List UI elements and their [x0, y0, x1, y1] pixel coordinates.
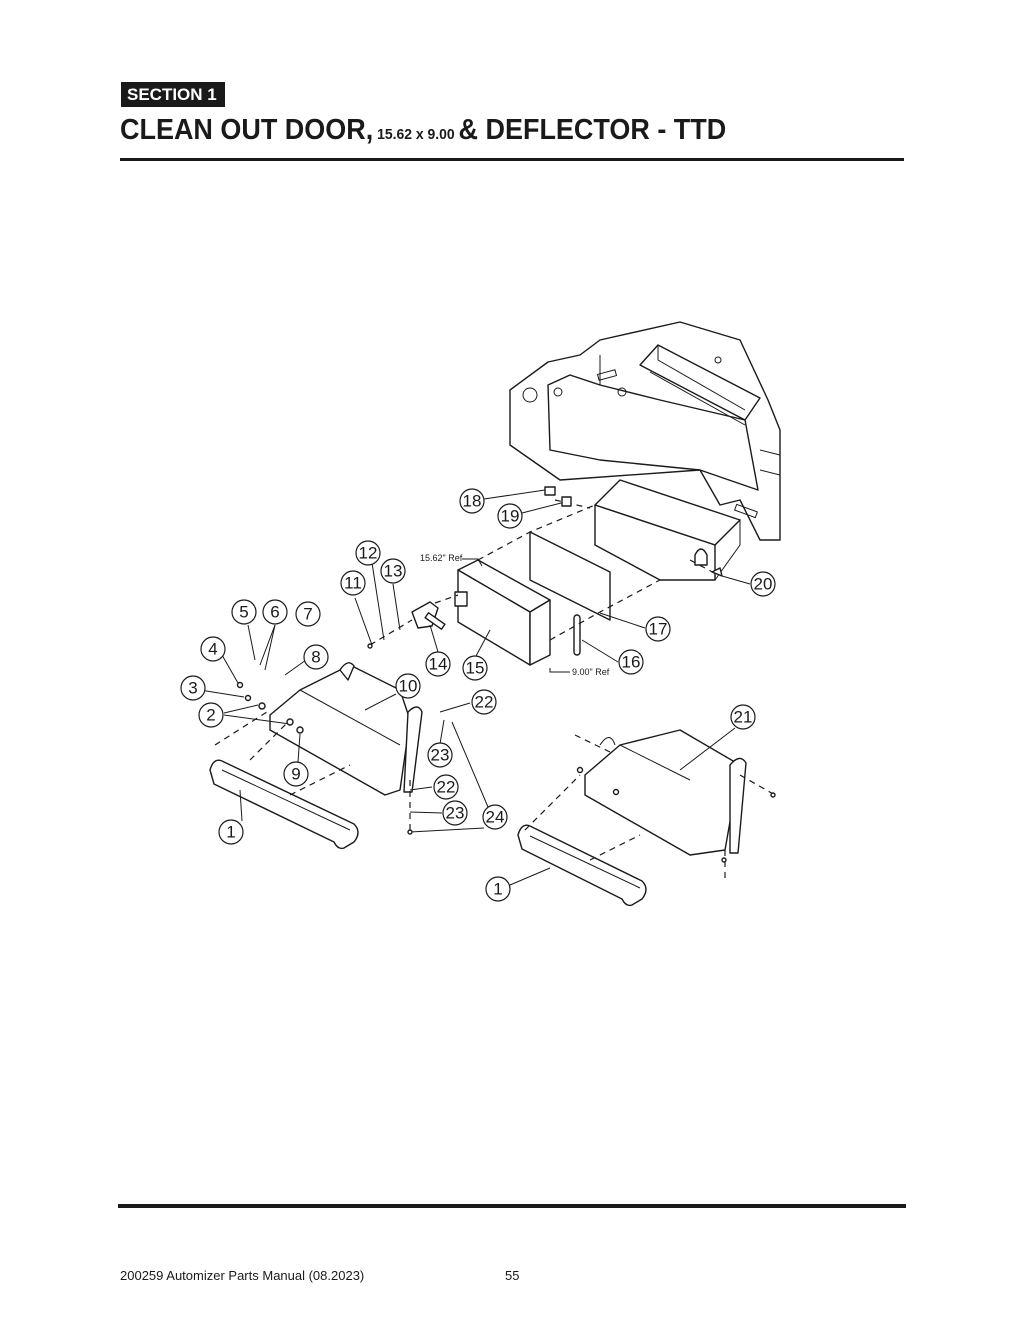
rod-handle-1-left: [209, 759, 359, 850]
title-dimensions: 15.62 x 9.00: [373, 126, 459, 143]
footer-rule: [118, 1204, 906, 1208]
svg-text:10: 10: [399, 677, 418, 696]
height-ref-text: 9.00" Ref: [572, 667, 610, 677]
svg-text:7: 7: [303, 605, 312, 624]
callout-11: 11: [340, 570, 366, 596]
svg-text:23: 23: [446, 804, 465, 823]
svg-text:16: 16: [622, 653, 641, 672]
callout-22-lower: 22: [433, 774, 459, 800]
latch-14: [411, 601, 446, 630]
manual-reference: 200259 Automizer Parts Manual (08.2023): [120, 1268, 365, 1283]
callout-16: 16: [618, 649, 644, 675]
callout-13: 13: [380, 558, 406, 584]
svg-text:8: 8: [311, 648, 320, 667]
width-ref-text: 15.62" Ref: [420, 553, 463, 563]
callout-17: 17: [645, 616, 671, 642]
leader-lines: [199, 489, 751, 886]
svg-text:11: 11: [344, 574, 362, 593]
callout-3: 3: [180, 675, 206, 701]
rod-handle-1-right: [517, 824, 647, 907]
page-title: CLEAN OUT DOOR, 15.62 x 9.00 & DEFLECTOR…: [120, 110, 726, 155]
deflector-10: [269, 662, 423, 796]
callout-8: 8: [303, 644, 329, 670]
page-number: 55: [505, 1268, 520, 1283]
svg-text:1: 1: [226, 823, 235, 842]
clean-out-door-15: [454, 559, 551, 666]
svg-text:19: 19: [501, 507, 520, 526]
callout-7: 7: [295, 601, 321, 627]
callout-22-upper: 22: [471, 689, 497, 715]
svg-text:23: 23: [431, 746, 450, 765]
svg-text:24: 24: [486, 808, 505, 827]
svg-text:18: 18: [463, 492, 482, 511]
title-main: CLEAN OUT DOOR,: [120, 114, 374, 146]
svg-text:22: 22: [437, 778, 456, 797]
svg-text:9: 9: [291, 765, 300, 784]
svg-text:14: 14: [429, 655, 448, 674]
svg-text:22: 22: [475, 693, 494, 712]
header-rule: [120, 158, 904, 161]
svg-text:1: 1: [493, 880, 502, 899]
title-end: & DEFLECTOR - TTD: [458, 114, 727, 146]
svg-text:13: 13: [384, 562, 403, 581]
callout-18: 18: [459, 488, 485, 514]
callout-12: 12: [355, 540, 381, 566]
door-chute: [594, 479, 741, 581]
alignment-lines: [214, 499, 776, 880]
hopper-frame: [509, 321, 781, 541]
svg-text:12: 12: [359, 544, 378, 563]
svg-text:4: 4: [208, 640, 217, 659]
svg-text:17: 17: [649, 620, 668, 639]
section-label: SECTION 1: [121, 82, 225, 107]
callout-4: 4: [200, 636, 226, 662]
callout-5: 5: [231, 599, 257, 625]
svg-text:5: 5: [239, 603, 248, 622]
callout-1-left: 1: [218, 819, 244, 845]
seal-16: [573, 614, 581, 656]
callout-15: 15: [462, 655, 488, 681]
callout-23-lower: 23: [442, 800, 468, 826]
gasket-17: [529, 531, 611, 621]
dimension-refs: 15.62" Ref 9.00" Ref: [420, 553, 610, 677]
svg-text:20: 20: [754, 575, 773, 594]
svg-text:15: 15: [466, 659, 485, 678]
svg-text:6: 6: [270, 603, 279, 622]
hardware: [236, 486, 776, 863]
svg-text:21: 21: [734, 708, 753, 727]
callout-10: 10: [395, 673, 421, 699]
callout-14: 14: [425, 651, 451, 677]
svg-text:3: 3: [188, 679, 197, 698]
deflector-21: [584, 729, 747, 856]
callout-19: 19: [497, 503, 523, 529]
callout-2: 2: [198, 702, 224, 728]
callout-21: 21: [730, 704, 756, 730]
callout-1-right: 1: [485, 876, 511, 902]
svg-text:2: 2: [206, 706, 215, 725]
callout-9: 9: [283, 761, 309, 787]
callout-20: 20: [750, 571, 776, 597]
callout-6: 6: [262, 599, 288, 625]
callout-23-upper: 23: [427, 742, 453, 768]
callout-24: 24: [482, 804, 508, 830]
